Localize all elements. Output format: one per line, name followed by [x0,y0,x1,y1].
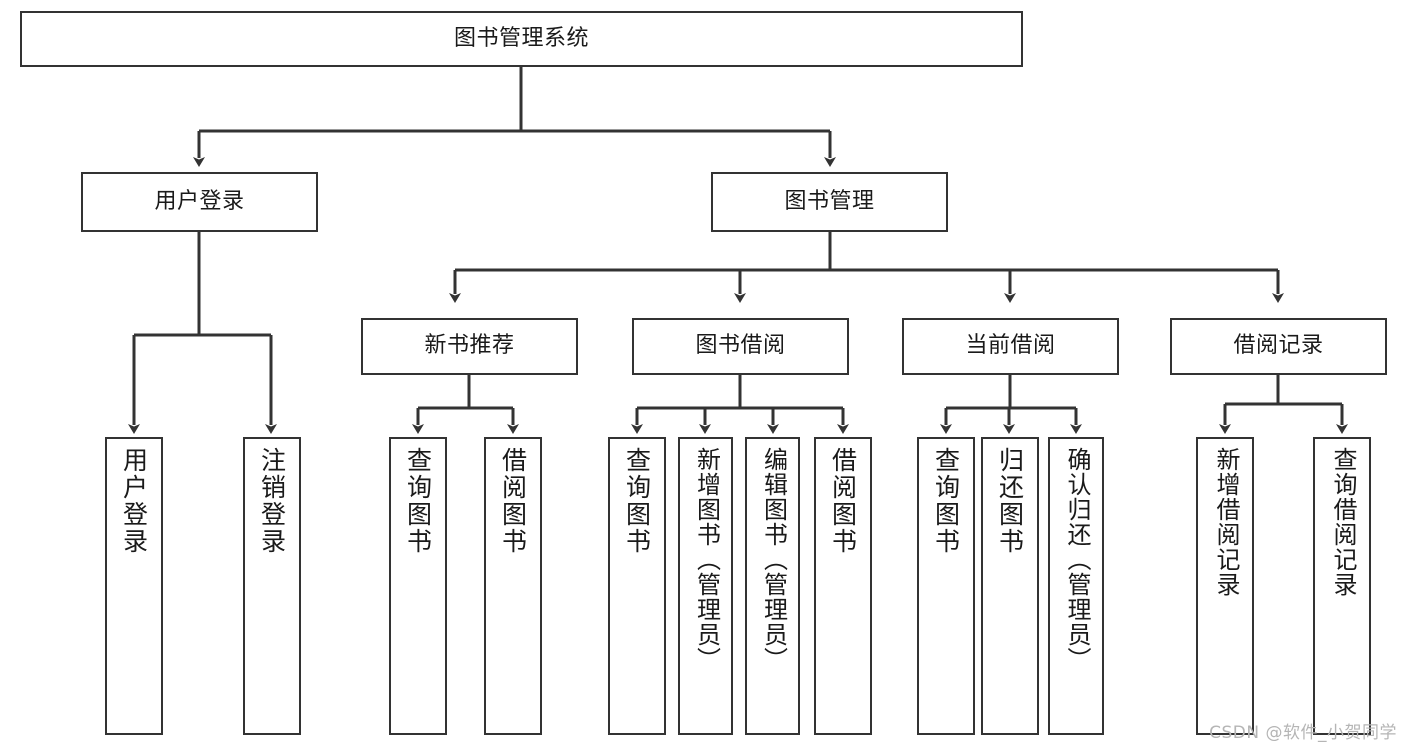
node-label: 用户登录 [119,447,149,555]
node-label: 当前借阅 [965,333,1056,359]
leaf-borrow-edit-book-admin[interactable]: 编辑图书（管理员） [745,437,800,735]
node-new-book-recommend[interactable]: 新书推荐 [361,318,578,375]
node-current-borrow[interactable]: 当前借阅 [902,318,1119,375]
csdn-watermark: CSDN @软件_小贺同学 [1209,723,1397,743]
leaf-recommend-query-book[interactable]: 查询图书 [389,437,447,735]
node-label: 图书借阅 [695,333,786,359]
node-root-system[interactable]: 图书管理系统 [20,11,1023,67]
node-label: 查询图书 [622,447,652,555]
leaf-current-confirm-return-admin[interactable]: 确认归还（管理员） [1048,437,1104,735]
node-label: 新书推荐 [424,333,515,359]
node-label: 查询借阅记录 [1328,447,1357,597]
node-label: 新增图书（管理员） [692,447,721,672]
node-label: 图书管理系统 [453,25,589,51]
leaf-record-add-record[interactable]: 新增借阅记录 [1196,437,1254,735]
leaf-borrow-borrow-book[interactable]: 借阅图书 [814,437,872,735]
leaf-borrow-query-book[interactable]: 查询图书 [608,437,666,735]
leaf-user-logout[interactable]: 注销登录 [243,437,301,735]
node-label: 借阅图书 [498,447,528,555]
node-label: 图书管理 [784,188,875,214]
node-book-borrow[interactable]: 图书借阅 [632,318,849,375]
node-label: 查询图书 [403,447,433,555]
node-label: 借阅记录 [1233,333,1324,359]
leaf-recommend-borrow-book[interactable]: 借阅图书 [484,437,542,735]
node-borrow-record[interactable]: 借阅记录 [1170,318,1387,375]
node-label: 注销登录 [257,447,287,555]
node-user-login[interactable]: 用户登录 [81,172,318,232]
node-label: 归还图书 [995,447,1025,555]
node-label: 编辑图书（管理员） [759,447,788,672]
node-label: 确认归还（管理员） [1062,447,1091,672]
node-label: 新增借阅记录 [1211,447,1240,597]
leaf-current-return-book[interactable]: 归还图书 [981,437,1039,735]
node-label: 查询图书 [931,447,961,555]
node-book-management[interactable]: 图书管理 [711,172,948,232]
leaf-record-query-record[interactable]: 查询借阅记录 [1313,437,1371,735]
node-label: 用户登录 [154,188,245,214]
leaf-borrow-add-book-admin[interactable]: 新增图书（管理员） [678,437,733,735]
leaf-user-login[interactable]: 用户登录 [105,437,163,735]
node-label: 借阅图书 [828,447,858,555]
leaf-current-query-book[interactable]: 查询图书 [917,437,975,735]
